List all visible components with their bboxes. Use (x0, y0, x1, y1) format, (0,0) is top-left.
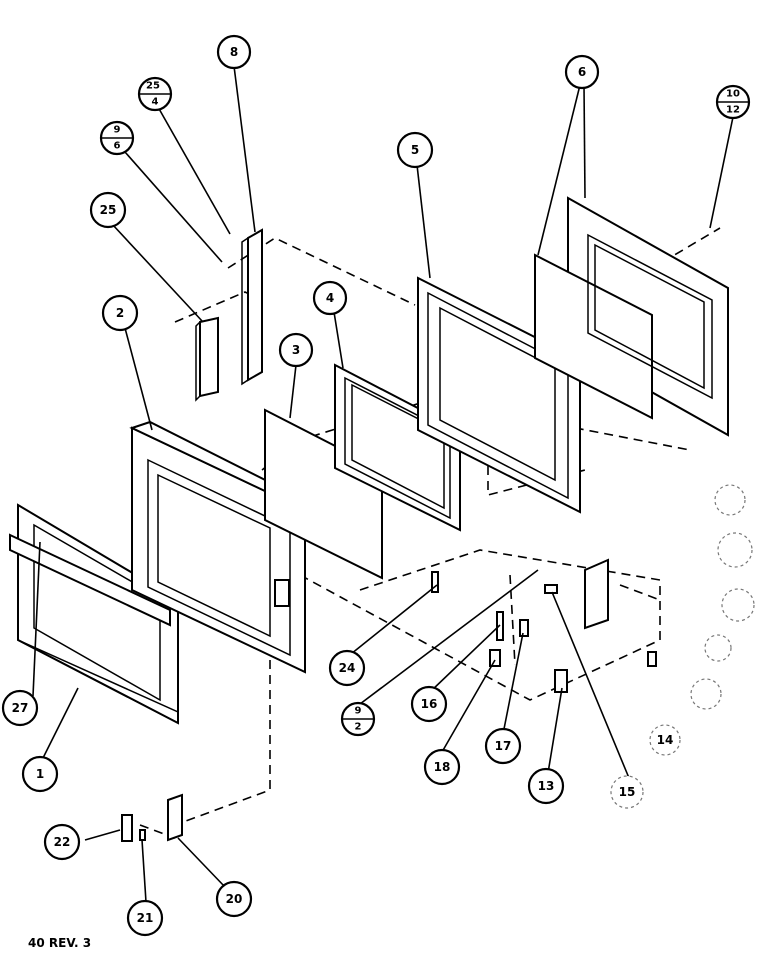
fraction-25-4-bottom: 4 (152, 97, 159, 108)
callout-21-label: 21 (137, 911, 154, 925)
fraction-25-4-top: 25 (146, 81, 160, 92)
latch-switch-assembly (431, 558, 657, 693)
callout-16-label: 16 (421, 697, 438, 711)
callout-27: 27 (1, 689, 39, 727)
callout-4-label: 4 (326, 291, 334, 305)
fraction-callout-9-6: 9 6 (99, 120, 135, 156)
callout-13: 13 (527, 767, 565, 805)
callout-2: 2 (101, 294, 139, 332)
callout-18-label: 18 (434, 760, 451, 774)
callout-6-label: 6 (578, 65, 586, 79)
callout-22: 22 (43, 823, 81, 861)
callout-1-label: 1 (36, 767, 44, 781)
callout-25-label: 25 (100, 203, 117, 217)
fraction-10-12-bottom: 12 (726, 105, 740, 116)
revision-label: 40 REV. 3 (28, 936, 92, 950)
callout-15: 15 (610, 775, 644, 809)
faint-callouts (690, 484, 755, 710)
fraction-callout-25-4: 25 4 (137, 76, 173, 112)
fraction-callout-10-12: 10 12 (715, 84, 751, 120)
leader-lines (32, 65, 734, 903)
part-25-bracket (195, 316, 219, 402)
callout-22-label: 22 (54, 835, 71, 849)
callout-14: 14 (649, 724, 681, 756)
callout-17-label: 17 (495, 739, 512, 753)
fraction-9-6-bottom: 6 (114, 141, 121, 152)
part-8-vertical-strip (241, 228, 263, 386)
callout-17: 17 (484, 727, 522, 765)
fraction-callout-9-2: 9 2 (340, 701, 376, 737)
fraction-9-2-bottom: 2 (355, 722, 362, 733)
callout-16: 16 (410, 685, 448, 723)
callout-8-label: 8 (230, 45, 238, 59)
callout-3-label: 3 (292, 343, 300, 357)
callout-25: 25 (89, 191, 127, 229)
fraction-9-2-top: 9 (355, 706, 362, 717)
callout-15-label: 15 (619, 785, 636, 799)
callout-1: 1 (21, 755, 59, 793)
callout-3: 3 (278, 332, 314, 368)
part-5-inner-door-panel (417, 276, 581, 514)
part-2-door-frame (129, 420, 306, 674)
callout-21: 21 (126, 899, 164, 937)
callout-27-label: 27 (12, 701, 29, 715)
callout-5: 5 (396, 131, 434, 169)
part-1-outer-door-panel (9, 503, 179, 725)
part-6-back-panel (534, 196, 729, 437)
callout-20-label: 20 (226, 892, 243, 906)
parts-20-21-22-hardware (121, 793, 183, 842)
callout-24: 24 (328, 649, 366, 687)
callout-14-label: 14 (657, 733, 674, 747)
fraction-9-6-top: 9 (114, 125, 121, 136)
callout-4: 4 (312, 280, 348, 316)
callout-5-label: 5 (411, 143, 419, 157)
callout-2-label: 2 (116, 306, 124, 320)
fraction-10-12-top: 10 (726, 89, 740, 100)
callout-8: 8 (216, 34, 252, 70)
callout-18: 18 (423, 748, 461, 786)
callout-13-label: 13 (538, 779, 555, 793)
callout-24-label: 24 (339, 661, 356, 675)
callout-6: 6 (564, 54, 600, 90)
callout-20: 20 (215, 880, 253, 918)
